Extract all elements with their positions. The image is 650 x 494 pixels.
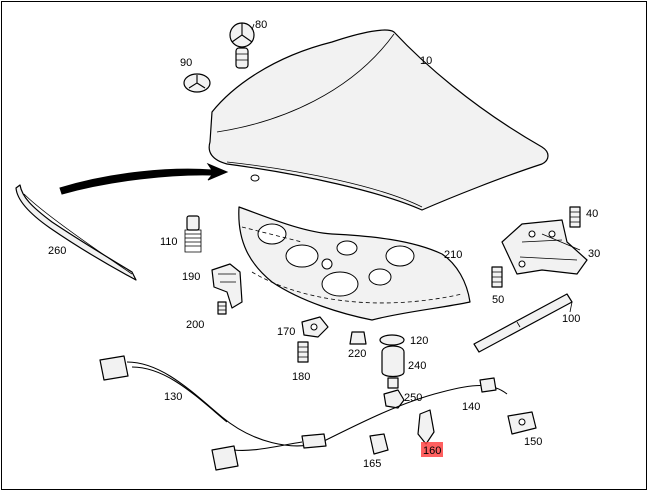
part-cable-140[interactable] (301, 377, 508, 449)
part-lever-160[interactable] (417, 409, 435, 445)
part-badge[interactable] (183, 73, 211, 93)
arrow-icon (59, 162, 229, 195)
label-260[interactable]: 260 (48, 245, 66, 257)
label-220[interactable]: 220 (348, 348, 366, 360)
callout-labels: 80 90 10 40 30 110 210 260 190 50 100 20… (48, 19, 600, 470)
highlight-160 (421, 442, 443, 457)
part-hinge-left[interactable] (211, 263, 243, 315)
label-110[interactable]: 110 (160, 236, 178, 248)
part-hinge-right[interactable] (501, 206, 588, 275)
label-130[interactable]: 130 (164, 391, 182, 403)
part-insulation[interactable] (238, 206, 471, 321)
label-210[interactable]: 210 (444, 249, 462, 261)
label-250[interactable]: 250 (404, 392, 422, 404)
part-seal-strip[interactable] (15, 184, 137, 281)
label-40[interactable]: 40 (586, 208, 598, 220)
part-clip-165[interactable] (369, 433, 389, 455)
label-240[interactable]: 240 (408, 360, 426, 372)
part-clip-170[interactable] (301, 316, 329, 338)
label-10[interactable]: 10 (420, 55, 432, 67)
label-165[interactable]: 165 (363, 458, 381, 470)
label-180[interactable]: 180 (292, 371, 310, 383)
part-buffer-110[interactable] (184, 215, 202, 253)
part-star-emblem[interactable] (229, 22, 255, 69)
label-190[interactable]: 190 (182, 271, 200, 283)
label-50[interactable]: 50 (492, 294, 504, 306)
part-bolt-50[interactable] (491, 266, 503, 288)
label-200[interactable]: 200 (186, 319, 204, 331)
part-cable-130[interactable] (99, 355, 323, 471)
part-stop-240[interactable] (381, 345, 405, 389)
part-220[interactable] (349, 331, 367, 345)
label-80[interactable]: 80 (255, 19, 267, 31)
label-120[interactable]: 120 (410, 335, 428, 347)
label-150[interactable]: 150 (524, 436, 542, 448)
part-bolt-180[interactable] (297, 341, 309, 363)
label-100[interactable]: 100 (562, 313, 580, 325)
part-latch-150[interactable] (507, 411, 537, 435)
part-hood[interactable] (208, 29, 549, 211)
label-30[interactable]: 30 (588, 248, 600, 260)
label-90[interactable]: 90 (180, 57, 192, 69)
part-gas-strut[interactable] (473, 293, 573, 353)
part-ring-120[interactable] (379, 334, 405, 346)
label-170[interactable]: 170 (277, 326, 295, 338)
label-160[interactable]: 160 (423, 445, 441, 457)
leader-lines (251, 23, 581, 313)
part-nut-250[interactable] (383, 389, 405, 409)
label-140[interactable]: 140 (462, 401, 480, 413)
